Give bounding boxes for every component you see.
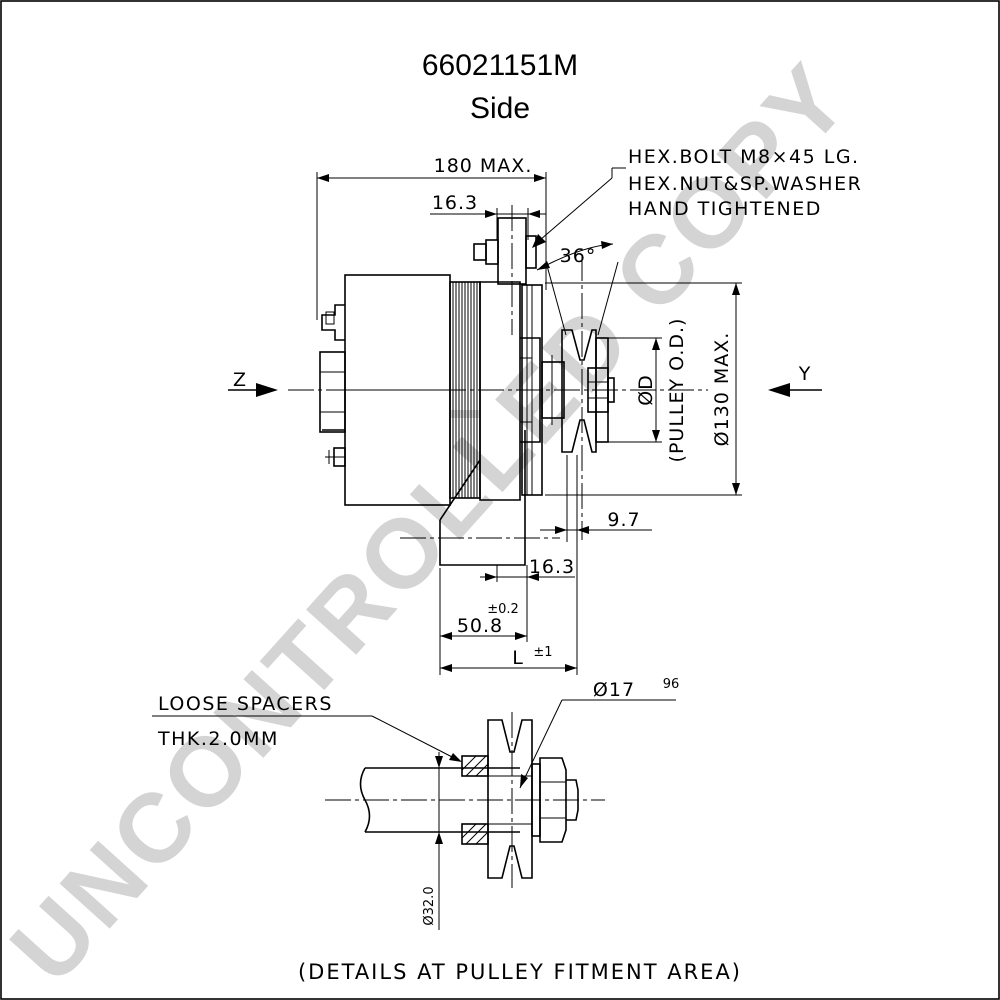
- note-spacers-line-2: THK.2.0MM: [157, 728, 279, 750]
- note-bolt-line-1: HEX.BOLT M8×45 LG.: [628, 146, 860, 168]
- dim-overall-length-text: 180 MAX.: [434, 155, 533, 177]
- dim-pulley-angle-text: 36°: [560, 245, 597, 267]
- dim-pulley-angle: 36°: [536, 241, 619, 336]
- dim-shaft-dia-tolerance-text: 96: [663, 677, 680, 692]
- dim-flange-distance: 50.8 ±0.2: [439, 568, 528, 675]
- dim-length-tolerance-text: ±1: [533, 645, 552, 660]
- dim-length-l: L ±1: [440, 542, 578, 675]
- view-y-label: Y: [798, 363, 812, 385]
- dim-pulley-od-text: (PULLEY O.D.): [666, 318, 688, 463]
- shaft-break: [359, 767, 371, 833]
- detail-caption: (DETAILS AT PULLEY FITMENT AREA): [298, 960, 742, 984]
- shaft-nut: [587, 367, 615, 413]
- dim-spindle-diameter-text: Ø32.0: [422, 886, 437, 925]
- view-arrow-y: Y: [768, 363, 822, 397]
- alternator-side-view: [288, 205, 708, 566]
- view-label: Side: [470, 92, 530, 125]
- dim-body-diameter-text: Ø130 MAX.: [711, 332, 733, 447]
- note-spacers-line-1: LOOSE SPACERS: [158, 693, 333, 715]
- detail-hex-nut: [539, 757, 579, 843]
- dim-pulley-od: ØD (PULLEY O.D.): [600, 318, 688, 463]
- dim-length-l-text: L: [512, 647, 524, 669]
- dim-flange-distance-text: 50.8: [457, 615, 503, 637]
- dim-body-diameter: Ø130 MAX.: [545, 282, 742, 496]
- dim-pulley-width-text: 9.7: [607, 509, 640, 531]
- dim-pulley-width: 9.7: [540, 455, 652, 542]
- watermark: UNCONTROLLED COPY: [0, 41, 870, 1000]
- dim-shaft-dia-text: Ø17: [593, 679, 635, 701]
- dim-pulley-d-text: ØD: [635, 374, 657, 406]
- note-bolt-line-2: HEX.NUT&SP.WASHER: [628, 173, 862, 195]
- rear-terminals: [319, 304, 346, 467]
- mounting-ear: [439, 430, 526, 566]
- view-z-label: Z: [233, 369, 247, 391]
- bolt-leader: [532, 167, 626, 248]
- shaft-hub: [541, 361, 565, 419]
- pulley-fitment-detail: Ø17 96 LOOSE SPACERS THK.2.0MM Ø32.0: [152, 677, 679, 930]
- front-housing: [479, 281, 521, 501]
- dim-bolt-offset: 16.3: [430, 192, 546, 240]
- view-arrow-z: Z: [228, 369, 278, 397]
- part-number: 66021151M: [422, 49, 578, 82]
- stator-fins: [449, 281, 481, 499]
- dim-overall-length: 180 MAX.: [316, 155, 547, 320]
- dim-flange-tolerance-text: ±0.2: [487, 602, 519, 617]
- dim-mount-offset-text: 16.3: [529, 556, 575, 578]
- dim-mount-offset: 16.3: [480, 556, 575, 582]
- shaft-dia-leader: [519, 699, 563, 789]
- note-bolt-line-3: HAND TIGHTENED: [628, 198, 822, 220]
- dim-spindle-diameter: Ø32.0: [422, 752, 443, 930]
- dim-bolt-offset-text: 16.3: [432, 192, 478, 214]
- adjusting-lug: [473, 205, 537, 335]
